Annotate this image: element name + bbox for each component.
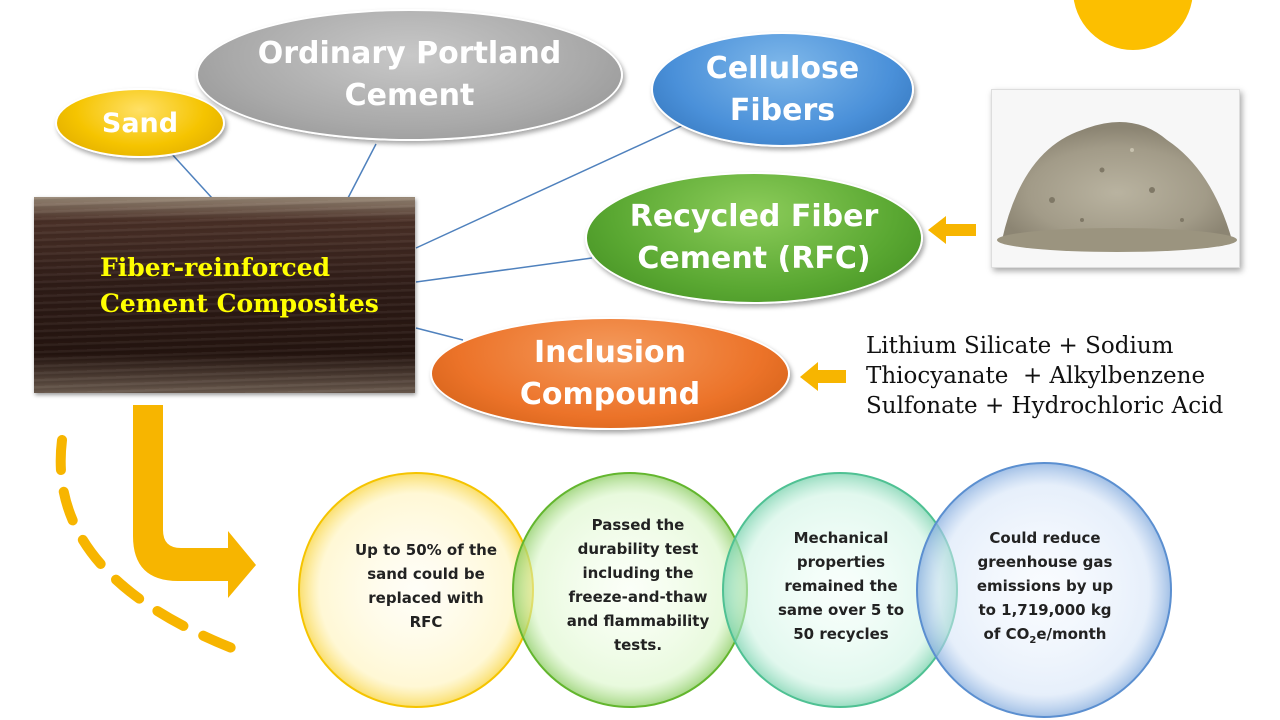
cellulose-label-line1: Cellulose xyxy=(705,50,860,86)
connector-cellulose xyxy=(415,121,691,249)
outcome-durability: Passed the durability test including the… xyxy=(553,513,723,657)
right-arrow-icon xyxy=(800,362,846,391)
board-label-line2: Cement Composites xyxy=(100,289,379,318)
dashed-curve xyxy=(55,435,255,660)
down-right-arrow-icon xyxy=(133,405,256,598)
co2-subscript: 2 xyxy=(1029,635,1037,646)
opc-label-line2: Cement xyxy=(344,78,475,113)
outcome-line-co2: of CO2e/month xyxy=(960,622,1130,653)
co2-prefix: of CO xyxy=(983,625,1030,643)
compound-line1: Lithium Silicate + Sodium xyxy=(866,333,1174,359)
powder-pile-image xyxy=(997,122,1237,252)
outcome-line: greenhouse gas xyxy=(977,553,1113,571)
rfc-label-line1: Recycled Fiber xyxy=(629,199,879,234)
outcome-line: RFC xyxy=(409,613,443,631)
outcome-line: sand could be xyxy=(367,565,485,583)
outcome-line: Mechanical xyxy=(793,529,889,547)
outcome-line: Up to 50% of the xyxy=(354,541,498,559)
sand-node: Sand xyxy=(55,88,225,158)
connector-opc xyxy=(347,143,377,199)
outcome-line: durability test xyxy=(577,540,699,558)
outcome-line: same over 5 to xyxy=(777,601,905,619)
board-label-line1: Fiber-reinforced xyxy=(100,253,331,282)
outcome-line: emissions by up xyxy=(976,577,1114,595)
connector-rfc xyxy=(415,257,593,283)
connector-inclusion xyxy=(415,327,464,341)
outcome-sand-replacement: Up to 50% of the sand could be replaced … xyxy=(341,538,511,634)
right-arrow-icon xyxy=(928,216,976,244)
outcome-line: properties xyxy=(796,553,886,571)
outcome-line: including the xyxy=(582,564,694,582)
outcome-mechanical: Mechanical properties remained the same … xyxy=(756,526,926,646)
outcome-line: to 1,719,000 kg xyxy=(978,601,1112,619)
outcome-line: replaced with xyxy=(368,589,484,607)
outcome-line: Passed the xyxy=(591,516,685,534)
outcome-line: remained the xyxy=(784,577,898,595)
opc-label-line1: Ordinary Portland xyxy=(257,36,562,71)
connector-sand xyxy=(169,151,213,199)
cellulose-label-line2: Fibers xyxy=(729,92,836,128)
outcome-line: freeze-and-thaw xyxy=(568,588,708,606)
venn-circle-emissions xyxy=(916,462,1172,718)
compound-line3: Sulfonate + Hydrochloric Acid xyxy=(866,393,1224,419)
compound-line2: Thiocyanate + Alkylbenzene xyxy=(866,363,1206,389)
co2-suffix: e/month xyxy=(1036,625,1107,643)
sand-label: Sand xyxy=(101,107,179,139)
inclusion-label-line2: Compound xyxy=(519,376,701,412)
compound-ingredients: Lithium Silicate + Sodium Thiocyanate + … xyxy=(866,331,1266,421)
inclusion-label-line1: Inclusion xyxy=(533,334,687,370)
outcome-line: 50 recycles xyxy=(793,625,889,643)
outcome-emissions: Could reduce greenhouse gas emissions by… xyxy=(960,526,1130,653)
board-label: Fiber-reinforced Cement Composites xyxy=(100,250,400,322)
composite-board-image xyxy=(34,197,415,393)
connector-lines xyxy=(169,121,691,341)
rfc-label-line2: Cement (RFC) xyxy=(637,241,871,276)
outcome-line: and flammability xyxy=(566,612,710,630)
outcome-line: tests. xyxy=(613,636,663,654)
outcome-line: Could reduce xyxy=(989,529,1101,547)
rfc-powder-photo xyxy=(991,89,1240,268)
venn-diagram xyxy=(298,462,1172,718)
